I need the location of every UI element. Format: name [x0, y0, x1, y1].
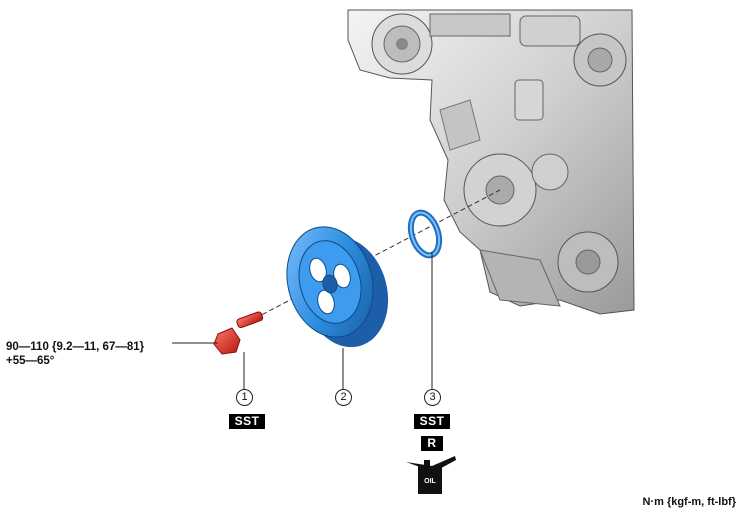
units-note: N·m {kgf-m, ft-lbf} [642, 496, 737, 508]
torque-spec-line2: +55—65° [6, 355, 55, 367]
sst-badge-1: SST [229, 414, 265, 429]
oil-can-icon [406, 456, 456, 494]
torque-spec-line1: 90—110 {9.2—11, 67—81} [6, 341, 145, 353]
oil-label: OIL [424, 478, 436, 485]
crankshaft-pulley [286, 226, 389, 348]
sst-badge-3: SST [414, 414, 450, 429]
torque-spec: 90—110 {9.2—11, 67—81} +55—65° [6, 340, 144, 368]
replace-badge: R [421, 436, 443, 451]
engine-block [347, 9, 635, 315]
oil-seal [407, 209, 443, 259]
callout-2: 2 [335, 389, 352, 406]
callout-3: 3 [424, 389, 441, 406]
crankshaft-pulley-bolt [213, 311, 264, 355]
callout-1: 1 [236, 389, 253, 406]
